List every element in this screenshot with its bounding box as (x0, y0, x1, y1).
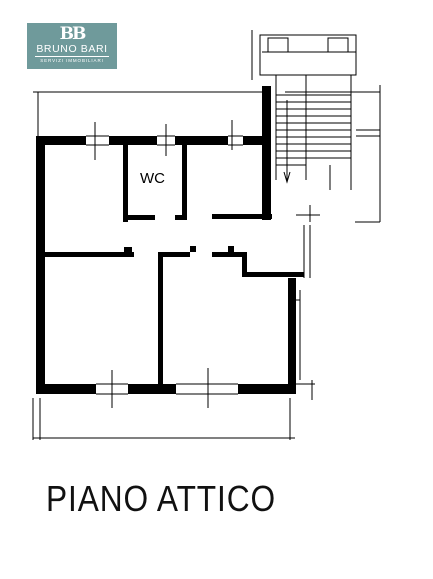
logo-mark: BB (59, 24, 87, 44)
floor-plan-title: PIANO ATTICO (46, 478, 277, 519)
staircase (251, 30, 380, 222)
exterior-walls (36, 86, 296, 394)
logo-brand-name: BRUNO BARI (36, 43, 108, 55)
dimension-lines (32, 85, 381, 440)
logo-tagline: SERVIZI IMMOBILIARI (35, 56, 109, 64)
windows (86, 120, 315, 408)
wc-room-label: WC (140, 170, 165, 187)
agency-logo: BB BRUNO BARI SERVIZI IMMOBILIARI (27, 23, 117, 69)
interior-walls (45, 145, 304, 384)
